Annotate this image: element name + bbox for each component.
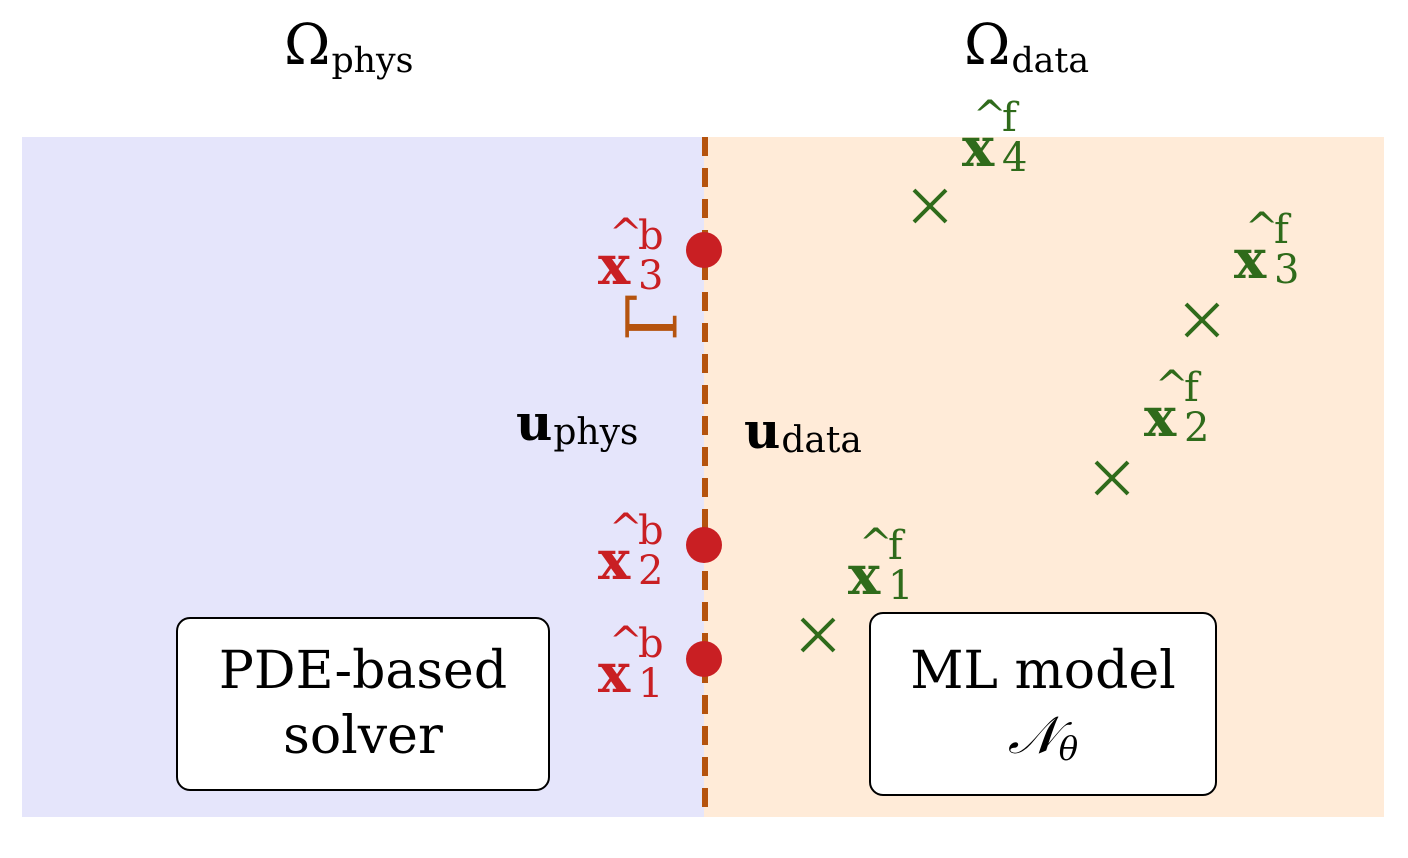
field-point-3-marker (1184, 302, 1220, 338)
gamma-interface-label: Γ (611, 292, 694, 342)
field-point-2-marker (1094, 460, 1130, 496)
boundary-point-2-marker (686, 527, 722, 563)
field-point-4-marker (912, 188, 948, 224)
interface-dashed-line (702, 137, 708, 817)
field-point-1-label: x ^ f 1 (848, 521, 914, 609)
u-data-label: udata (744, 401, 862, 462)
field-point-4-label: x ^ f 4 (962, 93, 1028, 181)
pde-solver-box: PDE-based solver (176, 617, 550, 791)
ml-model-symbol: 𝒩θ (1007, 706, 1079, 769)
pde-solver-line1: PDE-based (218, 641, 508, 701)
ml-model-box: ML model 𝒩θ (869, 612, 1217, 796)
ml-model-line1: ML model (910, 641, 1176, 701)
u-phys-label: uphys (516, 393, 639, 454)
boundary-point-2-label: x ^ b 2 (598, 506, 664, 594)
boundary-point-1-label: x ^ b 1 (598, 619, 664, 707)
pde-solver-line2: solver (283, 706, 443, 766)
boundary-point-3-label: x ^ b 3 (598, 211, 664, 299)
boundary-point-3-marker (686, 232, 722, 268)
omega-phys-label: Ωphys (284, 13, 414, 81)
omega-data-label: Ωdata (964, 13, 1090, 81)
field-point-1-marker (800, 617, 836, 653)
boundary-point-1-marker (686, 641, 722, 677)
field-point-2-label: x ^ f 2 (1144, 363, 1210, 451)
field-point-3-label: x ^ f 3 (1234, 205, 1300, 293)
